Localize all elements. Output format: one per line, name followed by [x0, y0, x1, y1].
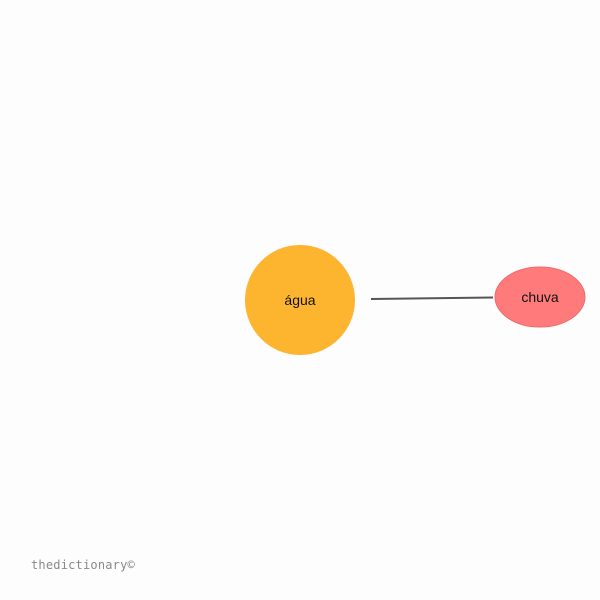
node-agua-label: água — [284, 292, 315, 308]
node-agua[interactable]: água — [245, 245, 355, 355]
watermark: thedictionary© — [31, 558, 135, 572]
node-agua-circle — [245, 245, 355, 355]
node-chuva-label: chuva — [521, 289, 559, 305]
node-chuva[interactable]: chuva — [494, 266, 586, 328]
node-chuva-ellipse — [494, 266, 586, 328]
edge-agua-chuva — [370, 296, 494, 300]
